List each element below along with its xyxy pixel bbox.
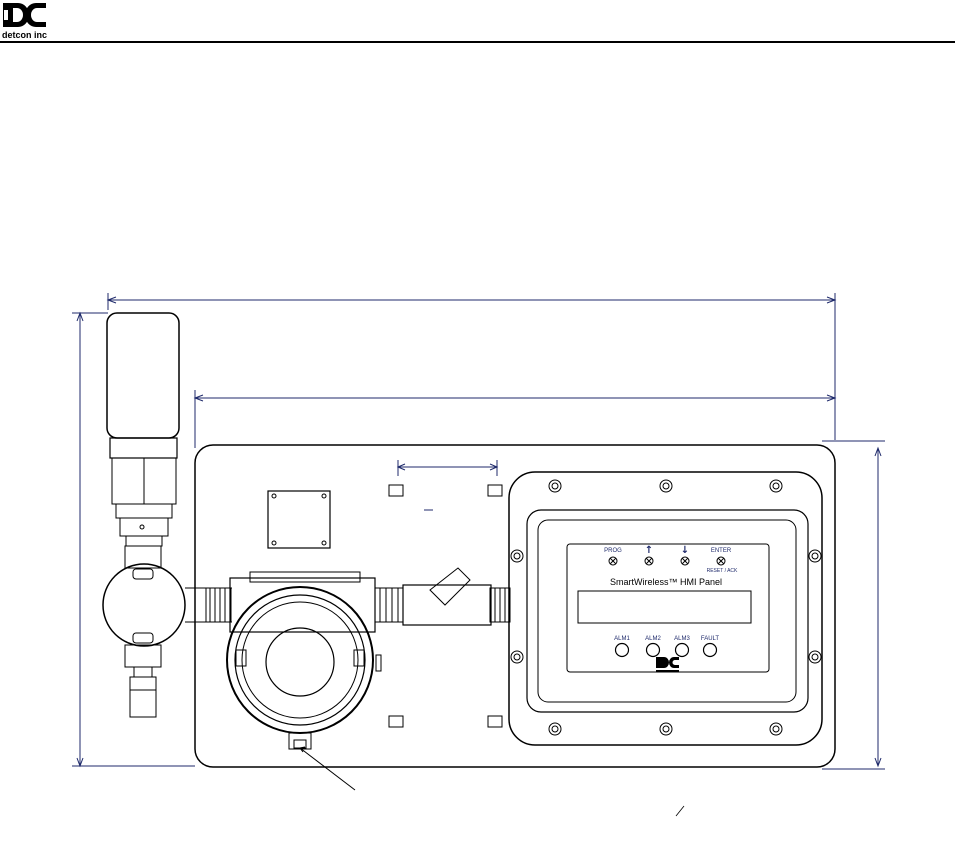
down-arrow-icon: ↓ xyxy=(681,545,689,556)
conduit-fitting xyxy=(374,567,511,626)
up-arrow-icon: ↑ xyxy=(645,545,653,556)
bolt xyxy=(808,650,822,664)
bolt xyxy=(659,722,673,736)
bolt xyxy=(548,722,562,736)
reset-ack-label: RESET / ACK xyxy=(707,568,738,574)
hmi-enclosure xyxy=(508,471,823,746)
fault-label: FAULT xyxy=(701,636,720,642)
prog-label: PROG xyxy=(604,548,622,554)
hmi-detcon-logo xyxy=(656,657,679,672)
bolt xyxy=(510,549,524,563)
indicator-alm2: ALM2 xyxy=(645,636,661,658)
indicator-fault: FAULT xyxy=(701,636,720,658)
hmi-display-screen xyxy=(578,591,751,623)
bolt xyxy=(659,479,673,493)
alm1-label: ALM1 xyxy=(614,636,630,642)
antenna-assembly xyxy=(106,312,180,547)
hmi-button-down[interactable]: ↓ xyxy=(680,545,690,566)
dimension-panel-height xyxy=(822,440,885,770)
company-name: detcon inc xyxy=(2,30,48,40)
bolt xyxy=(769,479,783,493)
bolt xyxy=(808,549,822,563)
indicator-alm1: ALM1 xyxy=(614,636,630,658)
bolt xyxy=(510,650,524,664)
hmi-button-prog[interactable]: PROG xyxy=(604,548,622,566)
alm3-label: ALM3 xyxy=(674,636,690,642)
hmi-panel-title: SmartWireless™ HMI Panel xyxy=(610,577,722,587)
bolt xyxy=(769,722,783,736)
page-header: detcon inc xyxy=(0,0,955,44)
hmi-button-enter[interactable]: ENTER RESET / ACK xyxy=(707,548,738,574)
dimension-panel-width xyxy=(193,390,837,448)
dimension-overall-height xyxy=(72,311,195,768)
dimension-overall-width xyxy=(106,293,837,440)
dimension-mounting-holes xyxy=(396,460,499,511)
alm2-label: ALM2 xyxy=(645,636,661,642)
sensor-housing xyxy=(226,571,382,791)
leader-mark xyxy=(675,805,685,817)
bolt xyxy=(548,479,562,493)
detcon-logo xyxy=(3,3,46,27)
header-divider xyxy=(0,41,955,43)
enclosure-bolts xyxy=(510,479,822,736)
enter-label: ENTER xyxy=(711,548,732,554)
junction-box xyxy=(102,545,232,718)
indicator-alm3: ALM3 xyxy=(674,636,690,658)
mounting-backplate xyxy=(194,444,836,768)
hmi-button-up[interactable]: ↑ xyxy=(644,545,654,566)
